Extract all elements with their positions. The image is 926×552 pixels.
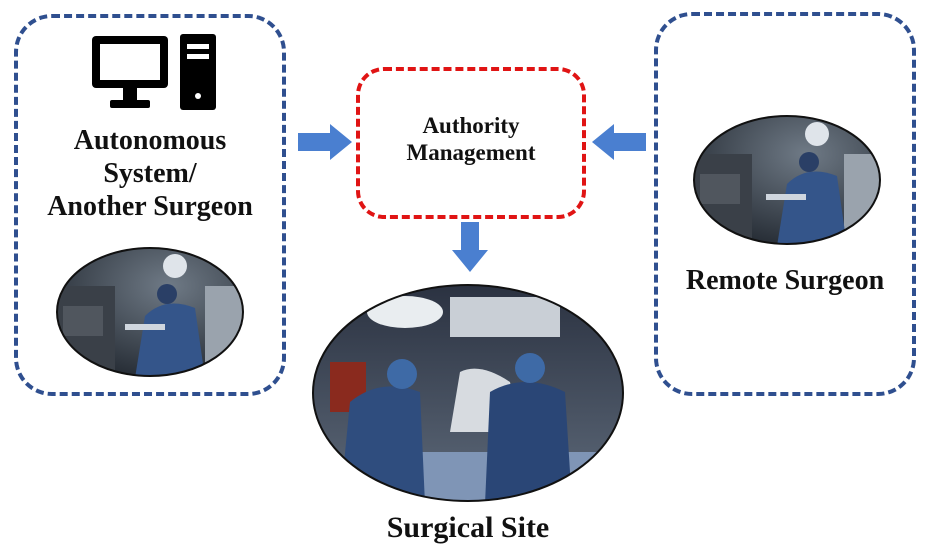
surgeon-console-photo-left <box>56 247 244 377</box>
label-line: Autonomous <box>73 125 227 156</box>
autonomous-system-label: Autonomous System/ Another Surgeon <box>20 124 280 223</box>
surgical-site-photo <box>312 284 624 502</box>
label-line: Authority <box>422 113 520 138</box>
surgical-site-label: Surgical Site <box>386 511 550 544</box>
authority-management-label: Authority Management <box>356 112 586 166</box>
label-line: System/ <box>103 158 197 190</box>
label-line: Management <box>406 140 536 166</box>
remote-surgeon-label: Remote Surgeon <box>685 265 885 296</box>
label-line: Another Surgeon <box>47 191 253 223</box>
autonomous-system-box <box>14 14 286 396</box>
authority-management-box <box>356 67 586 219</box>
computer-icon <box>92 34 216 110</box>
arrow-down-icon <box>452 222 488 272</box>
arrow-left-icon <box>592 124 646 160</box>
surgeon-console-photo-right <box>693 115 881 245</box>
arrow-right-icon <box>298 124 352 160</box>
remote-surgeon-box <box>654 12 916 396</box>
